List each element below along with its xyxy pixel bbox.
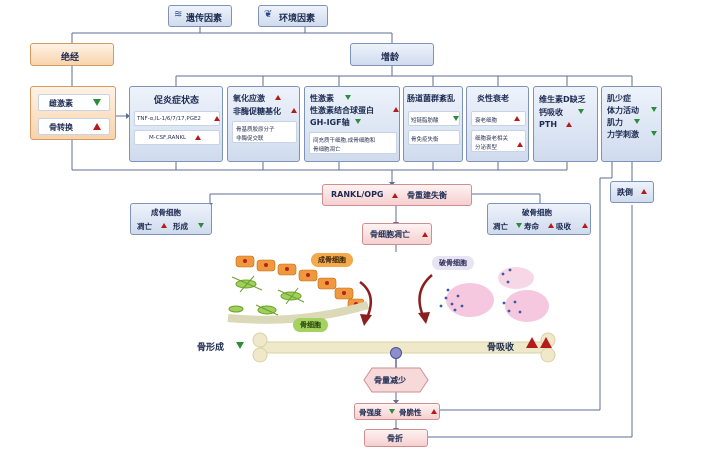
up-arrow-icon — [548, 223, 554, 228]
category-oxidative-stress: 氧化应激 非酶促糖基化 骨基质胶原分子 非酶促交联 — [227, 86, 300, 162]
down-arrow-icon — [651, 107, 657, 112]
fracture-box: 骨折 — [364, 429, 428, 447]
menopause-label: 绝经 — [61, 53, 80, 63]
osteoblast-box: 成骨细胞 凋亡 形成 — [130, 203, 212, 235]
category-title: 促炎症状态 — [154, 96, 200, 106]
down-arrow-icon — [355, 119, 361, 124]
category-item: 短链脂肪酸 — [408, 111, 460, 126]
down-arrow-icon — [93, 99, 101, 106]
osteoclast-tag: 破骨细胞 — [432, 256, 474, 270]
dna-icon: ≋ — [174, 9, 183, 20]
rankl-opg-box: RANKL/OPG 骨重建失衡 — [322, 184, 472, 206]
up-arrow-icon — [275, 95, 281, 100]
category-gut-microbiota: 肠道菌群紊乱 短链脂肪酸 骨免疫失衡 — [403, 86, 463, 162]
environment-factor-box: ❦ 环境因素 — [258, 5, 328, 27]
up-arrow-icon — [526, 337, 538, 348]
up-arrow-icon — [214, 116, 220, 121]
bone-formation-label: 骨形成 — [197, 343, 225, 353]
category-item: 间充质干细胞,成骨细胞和 骨细胞凋亡 — [309, 132, 397, 154]
down-arrow-icon — [516, 223, 522, 228]
category-item: 细胞衰老相关 分泌表型 — [471, 130, 526, 152]
up-arrow-icon — [540, 337, 552, 348]
down-arrow-icon — [389, 409, 395, 414]
menopause-box: 绝经 — [30, 43, 114, 66]
down-arrow-icon — [345, 95, 351, 100]
category-vitamin-d: 维生素D缺乏 钙吸收 PTH — [533, 86, 598, 162]
category-item: M-CSF,RANKL — [134, 130, 220, 145]
category-inflammation: 促炎症状态 TNF-α,IL-1/6/7/17,PGE2 M-CSF,RANKL — [129, 86, 223, 162]
up-arrow-icon — [393, 107, 399, 112]
osteocyte-cells — [228, 275, 305, 316]
up-arrow-icon — [93, 123, 101, 130]
down-arrow-icon — [453, 116, 459, 121]
osteoclast-box: 破骨细胞 凋亡 寿命 吸收 — [487, 203, 591, 235]
up-arrow-icon — [291, 108, 297, 113]
up-arrow-icon — [514, 116, 520, 121]
estrogen-item: 雌激素 — [38, 94, 110, 111]
genetic-factor-label: 遗传因素 — [186, 14, 223, 24]
bone-mass-label: 骨量减少 — [374, 376, 406, 385]
bone-turnover-label: 骨转换 — [49, 123, 73, 132]
estrogen-label: 雌激素 — [49, 99, 73, 108]
up-arrow-icon — [392, 193, 398, 198]
down-arrow-icon — [634, 119, 640, 124]
down-arrow-icon — [578, 109, 584, 114]
aging-label: 增龄 — [381, 53, 400, 63]
category-item: 骨免疫失衡 — [408, 130, 460, 145]
down-arrow-icon — [651, 131, 657, 136]
leaf-icon: ❦ — [264, 9, 273, 20]
up-arrow-icon — [566, 122, 572, 127]
up-arrow-icon — [422, 232, 428, 237]
category-item: 衰老细胞 — [471, 111, 526, 126]
up-arrow-icon — [641, 189, 647, 194]
up-arrow-icon — [431, 409, 437, 414]
category-sarcopenia: 肌少症 体力活动 肌力 力学刺激 — [601, 86, 662, 162]
bone-turnover-item: 骨转换 — [38, 118, 110, 135]
osteocyte-tag: 骨细胞 — [293, 318, 328, 332]
osteocyte-apoptosis-box: 骨细胞凋亡 — [362, 223, 432, 245]
down-arrow-icon — [198, 223, 204, 228]
category-item: TNF-α,IL-1/6/7/17,PGE2 — [134, 111, 220, 126]
aging-box: 增龄 — [350, 43, 434, 66]
up-arrow-icon — [582, 223, 588, 228]
bone-resorption-label: 骨吸收 — [487, 343, 515, 353]
up-arrow-icon — [161, 223, 167, 228]
genetic-factor-box: ≋ 遗传因素 — [168, 5, 232, 27]
osteoclast-cells — [446, 267, 549, 322]
category-inflammaging: 炎性衰老 衰老细胞 细胞衰老相关 分泌表型 — [466, 86, 529, 162]
environment-factor-label: 环境因素 — [279, 14, 316, 24]
category-sex-hormones: 性激素 性激素结合球蛋白 GH-IGF轴 间充质干细胞,成骨细胞和 骨细胞凋亡 — [304, 86, 400, 162]
bone-strength-box: 骨强度 骨脆性 — [354, 403, 440, 420]
fall-box: 跌倒 — [610, 181, 654, 203]
up-arrow-icon — [517, 142, 523, 147]
menopause-effects-box: 雌激素 骨转换 — [30, 86, 116, 140]
up-arrow-icon — [195, 135, 201, 140]
down-arrow-icon — [236, 342, 244, 349]
category-item: 骨基质胶原分子 非酶促交联 — [232, 121, 297, 143]
osteoblast-tag: 成骨细胞 — [311, 253, 353, 267]
